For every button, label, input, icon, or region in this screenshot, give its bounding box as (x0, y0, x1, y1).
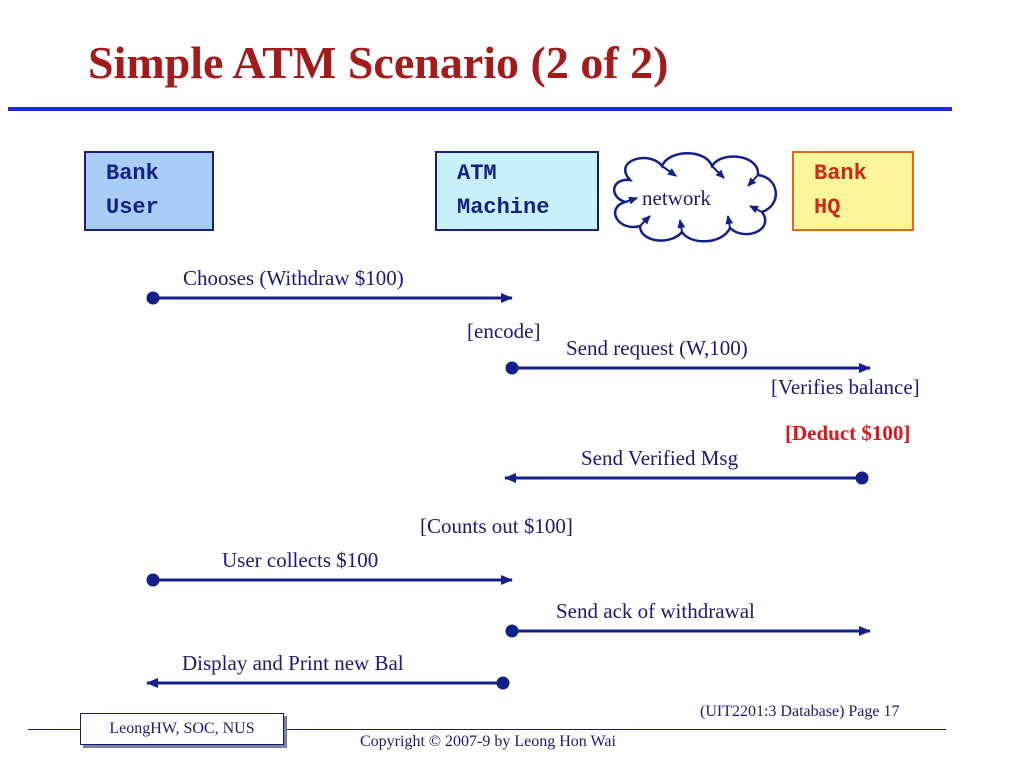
footer-author: LeongHW, SOC, NUS (80, 713, 284, 745)
msg-arrow-4 (146, 573, 513, 587)
msg-arrow-1 (146, 291, 513, 305)
note-verifies-balance: [Verifies balance] (771, 375, 920, 399)
footer-rule-left (28, 729, 80, 730)
actor-bank-hq: Bank HQ (792, 151, 914, 231)
msg-label-4: User collects $100 (222, 548, 379, 572)
actor-bank-user: Bank User (84, 151, 214, 231)
network-label: network (642, 186, 711, 210)
actor-bank-hq-line1: Bank (814, 161, 867, 186)
actor-bank-user-line2: User (106, 195, 159, 220)
footer-copyright: Copyright © 2007-9 by Leong Hon Wai (360, 733, 616, 750)
note-counts-out: [Counts out $100] (420, 514, 573, 538)
footer-page-number: (UIT2201:3 Database) Page 17 (700, 703, 900, 720)
actor-atm-line2: Machine (457, 195, 550, 220)
actor-atm-line1: ATM (457, 161, 497, 186)
msg-label-6: Display and Print new Bal (182, 651, 404, 675)
msg-label-3: Send Verified Msg (581, 446, 739, 470)
actor-bank-user-line1: Bank (106, 161, 159, 186)
title-underline (8, 107, 952, 111)
msg-arrow-5 (505, 624, 871, 638)
msg-label-1: Chooses (Withdraw $100) (183, 266, 404, 290)
note-deduct: [Deduct $100] (785, 421, 911, 445)
note-encode: [encode] (467, 319, 541, 343)
actor-bank-hq-line2: HQ (814, 195, 841, 220)
actor-atm-machine: ATM Machine (435, 151, 599, 231)
footer-rule-right (284, 729, 946, 730)
slide-title: Simple ATM Scenario (2 of 2) (88, 37, 669, 88)
msg-arrow-3 (504, 471, 869, 485)
msg-arrow-6 (146, 676, 510, 690)
network-cloud-icon (613, 152, 778, 243)
msg-label-2: Send request (W,100) (566, 336, 748, 360)
msg-label-5: Send ack of withdrawal (556, 599, 755, 623)
msg-arrow-2 (505, 361, 871, 375)
